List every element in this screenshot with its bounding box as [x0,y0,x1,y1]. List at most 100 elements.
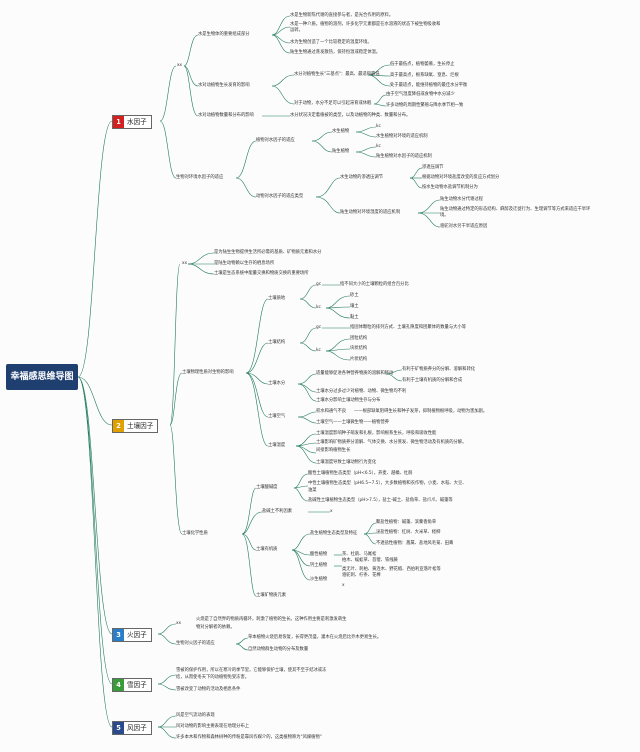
node-label[interactable]: 是陆生动物赖以生存的栖息场所 [214,261,275,266]
node-label[interactable]: 土壤水分过多过少对植物、动物、微生物均不利 [316,389,407,394]
node-label[interactable]: 盐碱土不利因素 [262,509,293,514]
node-label[interactable]: 水生植物对环境的适应机制 [376,134,428,139]
node-label[interactable]: 类无叶、刺柏、黄连木、野花椒、西伯利亚落叶松等 [342,567,441,572]
node-label[interactable]: xx [182,261,188,266]
node-label[interactable]: 盐碱性土壤植物生态类型（pH>7.5），盐土-碱土、盐角草、盐爪爪、碱蓬等 [308,498,453,503]
node-label[interactable]: 由于空气湿度降低或食物中水分减少 [386,92,455,97]
node-label[interactable]: 间接影响植物生长 [316,448,351,453]
node-label[interactable]: 水是生物新陈代谢的直接参与者，是光合作用的原料。 [290,13,394,18]
node-label[interactable]: 对于动物，水分不足可以引起滞育或休眠 [294,101,372,106]
node-label[interactable]: 渗透压调节 [422,165,444,170]
node-label[interactable]: 壤土 [350,304,359,309]
node-label[interactable]: 植物对水因子的适应 [256,138,295,143]
node-label[interactable]: 土壤温度影响种子萌发和扎根，影响根系生长，呼吸和吸收性能 [316,431,437,436]
node-label[interactable]: 中性土壤植物生态类型（pH6.5~7.5），大多数植物和农作物，小麦、水稻、大豆… [308,481,467,486]
node-label[interactable]: 结，从而使冬天下的动植物免受冻害。 [176,675,250,680]
node-label[interactable]: 境。 [440,213,449,218]
node-label[interactable]: 根据动物对环境盐度改变的反应方式划分 [422,175,500,180]
node-label[interactable]: 生物对火因子的适应 [176,641,215,646]
node-label[interactable]: 低于最低点，植物萎蔫，生长停止 [390,62,455,67]
node-label[interactable]: kc [316,348,321,353]
node-label[interactable]: 是为陆生生物提供生活所必需的基质、矿物质元素和水分 [214,250,322,255]
node-label[interactable]: 骆驼刺、柠条、花棒 [342,573,381,578]
node-label[interactable]: 盐生植物生态类型及特征 [310,531,358,536]
node-label[interactable]: 土壤温度导致土壤动物行为变化 [316,460,377,465]
node-label[interactable]: 块状结构 [350,346,368,351]
node-label[interactable]: 处于最适点，能维持植物的最佳水分平衡 [390,83,468,88]
node-label[interactable]: 土壤化学性质 [182,531,208,536]
node-label[interactable]: 团粒结构 [350,336,368,341]
node-label[interactable]: 土壤水分 [268,381,286,386]
node-label[interactable]: 土壤空气——土壤微生物——植物营养 [316,420,390,425]
node-label[interactable]: gc [316,325,322,330]
node-label[interactable]: 适量能够促进各种营养物质的溶解和移动 [316,371,394,376]
node-label[interactable]: 酸性植物 [310,552,328,557]
node-label[interactable]: kc [376,124,381,129]
node-label[interactable]: 水是一种介质，植物的溶剂，许多化学元素都是在水溶液的状态下被生物吸收和 [290,22,441,27]
node-label[interactable]: 土壤空气 [268,414,286,419]
node-label[interactable]: 有利于矿物质养分的分解、溶解和转化 [402,367,476,372]
node-label[interactable]: xx [176,621,182,626]
node-label[interactable]: 油菜 [308,488,317,493]
node-label[interactable]: 物对分解者的依赖。 [196,625,235,630]
node-label[interactable]: 指固体颗粒的排列方式、土壤孔隙度和团聚体的数量与大小等 [350,325,467,330]
node-label[interactable]: 土壤物理性质对生物的影响 [182,370,234,375]
node-label[interactable]: 运转。 [290,28,303,33]
node-label[interactable]: 风是空气流动的表现 [176,713,215,718]
node-label[interactable]: 陆生动物水分代谢过程 [440,197,483,202]
node-label[interactable]: 酸性土壤植物生态类型（pH<6.5），荞麦、越橘、杜鹃 [308,471,413,476]
node-label[interactable]: x [330,509,333,514]
node-label[interactable]: 按水生动物水盐调节机制分为 [422,185,478,190]
node-label[interactable]: 钙土植物 [310,563,328,568]
node-label[interactable]: 片状结构 [350,357,368,362]
node-label[interactable]: 水是生物体的重要组成部分 [198,32,250,37]
node-label[interactable]: x [342,583,345,588]
node-label[interactable]: 陆生动物对环境湿度的适应机制 [340,210,401,215]
node-label[interactable]: 水为生物创造了一个比较稳定的温度环境。 [290,40,372,45]
node-label[interactable]: kc [376,144,381,149]
node-label[interactable]: 陆生植物 [332,149,350,154]
node-label[interactable]: 茶、杜鹃、马尾松 [342,552,377,557]
node-label[interactable]: 水生植物 [332,129,350,134]
node-label[interactable]: 草本植物火烧后易恢复，长得更茂盛，灌木在火烧后比乔木更易生长。 [248,635,382,640]
node-label[interactable]: 动物对水因子的适应类型 [256,194,304,199]
node-label[interactable]: kc [316,305,321,310]
node-label[interactable]: 生物对环境水因子的适应 [176,175,224,180]
node-label[interactable]: 风对动物的影响主要表现在地理分布上 [176,724,250,729]
node-label[interactable]: 聚盐性植物：碱蓬、滨藜香角草 [376,520,437,525]
node-label[interactable]: 土壤有机质 [256,547,278,552]
node-label[interactable]: gc [316,282,322,287]
node-label[interactable]: 许多动物的周期性繁殖与降水季节相一致 [386,103,464,108]
node-label[interactable]: 指不同大小的土壤颗粒的组合百分比 [340,282,409,287]
node-label[interactable]: 雪被改变了动物的活动及栖息条件 [176,687,241,692]
root-node[interactable]: 幸福感思维导图 [6,364,78,390]
node-label[interactable]: 土壤影响矿物质养分溶解、气体交换、水分蒸发、微生物活动及有机质的分解。 [316,440,467,445]
node-label[interactable]: 柏木、蜈蚣草、苜蓿、铁线蕨 [342,558,398,563]
node-label[interactable]: 土壤水分影响土壤动物生存与分布 [316,398,381,403]
node-label[interactable]: 水对动植物生长发育的影响 [198,83,250,88]
node-label[interactable]: 砂土 [350,293,359,298]
node-label[interactable]: 沙生植物 [310,577,328,582]
node-label[interactable]: 水生动物的渗透压调节 [340,175,383,180]
node-label[interactable]: 陆生植物对水因子的适应机制 [376,154,432,159]
node-label[interactable]: 不透盐性植物：蒿属、盐地风毛菊、田菁 [376,541,454,546]
node-label[interactable]: 土壤矿物质元素 [256,593,287,598]
node-label[interactable]: 陆生生物通过蒸发散热，保持恒温或稳定体温。 [290,50,381,55]
node-label[interactable]: 泌盐性植物：红树、大米草、柽柳 [376,530,441,535]
node-label[interactable]: xx [177,63,183,68]
node-label[interactable]: 土壤酸碱度 [256,485,278,490]
node-label[interactable]: 土壤质地 [268,296,286,301]
node-label[interactable]: 陆生动物通过特定的形态结构、麻醉及迁徙行为、生理调节等方式来适应干旱环 [440,207,591,212]
node-label[interactable]: 土壤温度 [268,443,286,448]
node-label[interactable]: 高于最高点，根系缺氧、窒息、烂根 [390,73,459,78]
node-label[interactable]: 火烧是了自然界的物质再循环，刺激了植物的生长。这种作用主要是刺激发萌生 [196,617,347,622]
node-label[interactable]: 土壤结构 [268,340,286,345]
node-label[interactable]: 土壤是生态系统中能量交换和物质交换的重要场所 [214,271,309,276]
node-label[interactable]: 黏土 [350,315,359,320]
node-label[interactable]: 有利于土壤有机质的分解和合成 [402,378,463,383]
node-label[interactable]: 水分对植物生长"三基点"：最高、最适和最低 [294,72,380,77]
